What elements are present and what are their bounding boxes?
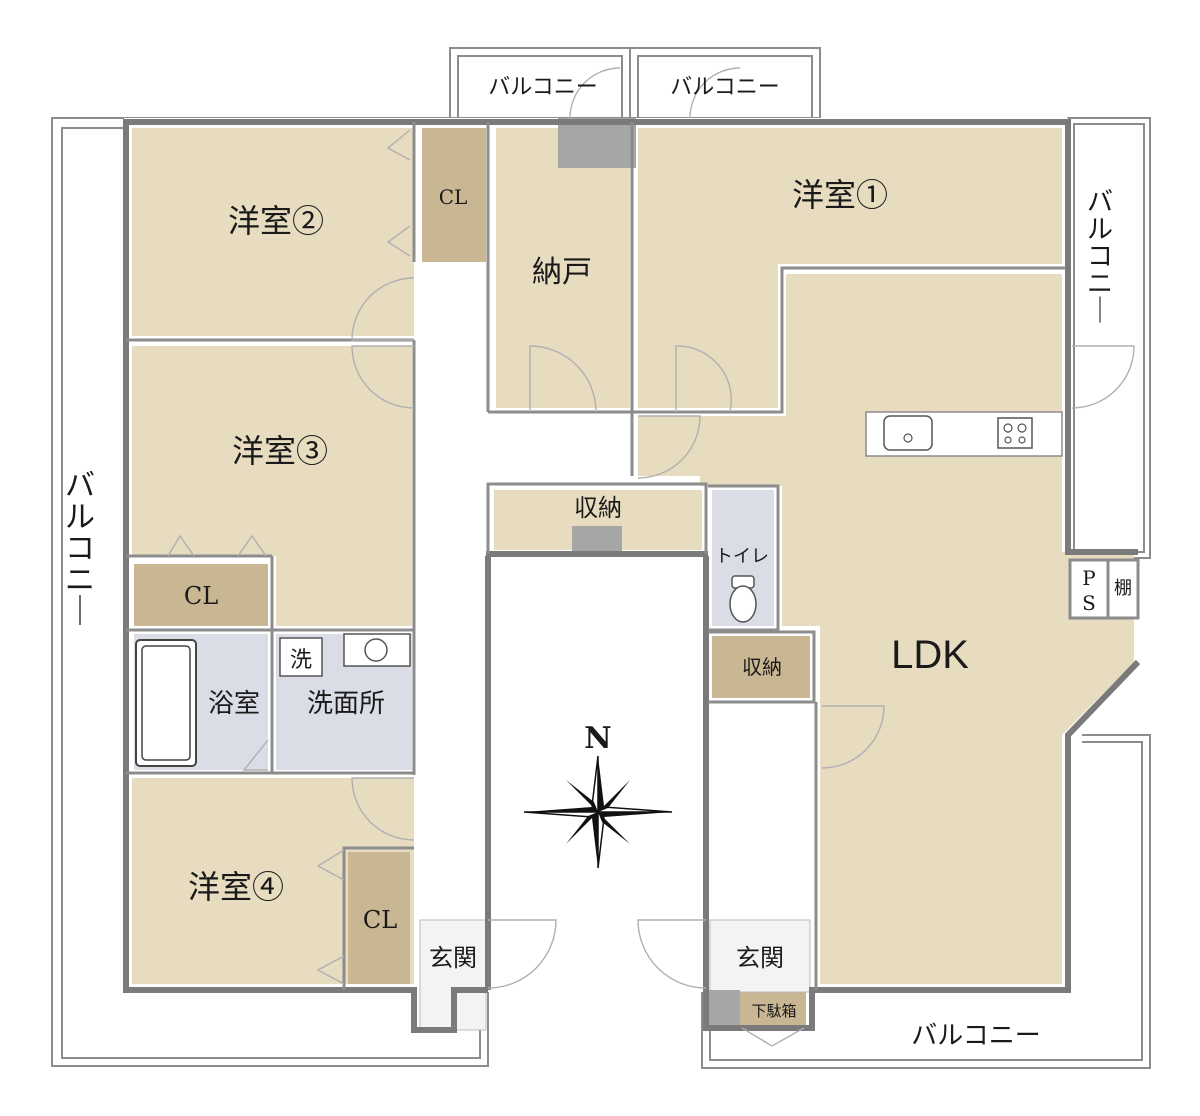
door-entrance-left — [487, 919, 557, 989]
balcony-labels: バルコニー バルコニー バルコニー バルコニ｜ バルコニ｜ — [65, 75, 1113, 1051]
door-closet-bottom-b — [316, 955, 345, 985]
door-western2 — [351, 277, 415, 341]
label-cl-top: CL — [439, 185, 468, 209]
door-closet-left-a — [167, 534, 195, 557]
column-bottom-right — [708, 990, 740, 1026]
rooms — [132, 128, 1134, 984]
wash-basin-icon — [343, 633, 411, 667]
closet-left — [134, 564, 268, 626]
label-entrance-right: 玄関 — [736, 944, 784, 972]
wall-outer-left — [123, 119, 488, 1033]
label-shoe-box: 下駄箱 — [751, 1002, 796, 1020]
label-shelf: 棚 — [1114, 578, 1132, 599]
label-cl-bottom: CL — [363, 906, 397, 934]
kitchen-sink-icon — [883, 415, 933, 451]
room-western2 — [132, 128, 414, 336]
door-bath — [242, 739, 269, 771]
door-western1 — [675, 345, 733, 413]
label-balcony-bottom: バルコニー — [911, 1021, 1040, 1051]
door-balcony-top-r — [689, 67, 741, 119]
wall-outer-right — [703, 659, 1141, 1031]
door-western4 — [351, 777, 415, 841]
door-closet-left-b — [237, 534, 267, 557]
label-ps-p: P — [1082, 566, 1095, 590]
door-entrance-right — [637, 919, 707, 989]
door-balcony-right — [1071, 345, 1135, 409]
label-storage-right: 収納 — [742, 655, 782, 679]
label-entrance-left: 玄関 — [429, 944, 477, 972]
room-western1 — [638, 128, 1062, 408]
kitchen-counter — [865, 411, 1063, 457]
door-closet-top-a — [386, 129, 411, 161]
label-washroom: 洗面所 — [307, 689, 385, 719]
label-western1: 洋室① — [792, 176, 888, 214]
label-balcony-left: バルコニ｜ — [65, 469, 95, 630]
label-bath: 浴室 — [208, 689, 260, 719]
label-storage-top: 収納 — [574, 494, 622, 522]
door-closet-bottom-a — [316, 849, 345, 881]
room-western3 — [132, 346, 412, 556]
bathtub-icon — [135, 639, 197, 767]
balcony-right-outline — [1067, 117, 1151, 559]
compass-north-label: N — [584, 721, 611, 756]
ps-box — [1068, 558, 1110, 620]
label-toilet: トイレ — [715, 546, 769, 567]
door-shoe-box — [741, 1027, 805, 1047]
wall-cl-bottom — [342, 846, 414, 990]
door-storeroom — [529, 345, 597, 413]
label-balcony-top-right: バルコニー — [670, 75, 780, 100]
doors — [167, 67, 1135, 1047]
wall-storage-box — [486, 482, 708, 554]
door-ldk-hall — [637, 415, 701, 479]
gas-stove-icon — [997, 417, 1033, 449]
door-balcony-top-l — [569, 67, 621, 119]
label-balcony-right: バルコニ｜ — [1087, 188, 1113, 327]
room-labels: 洋室② 洋室① 洋室③ 洋室④ 納戸 LDK 浴室 洗面所 洗 トイレ 収納 収… — [184, 176, 1132, 1020]
walls — [123, 119, 1141, 1033]
room-storeroom — [496, 128, 630, 408]
label-washer: 洗 — [290, 648, 312, 673]
toilet-icon — [729, 575, 757, 623]
closet-top — [422, 128, 486, 262]
closets — [134, 128, 810, 1026]
column-top — [558, 118, 636, 168]
wall-toilet — [708, 484, 780, 632]
label-cl-left: CL — [184, 582, 218, 610]
label-ps-s: S — [1082, 591, 1096, 615]
label-western4: 洋室④ — [188, 868, 284, 906]
label-western2: 洋室② — [228, 202, 324, 240]
shoe-box — [740, 992, 806, 1026]
door-ldk-entry — [821, 705, 885, 769]
wall-outer-top — [488, 119, 1138, 555]
wall-storage-right — [708, 630, 816, 704]
label-storeroom: 納戸 — [532, 255, 592, 290]
interior-walls — [126, 122, 1140, 990]
closet-bottom — [348, 852, 410, 984]
door-closet-top-b — [386, 225, 411, 257]
washer-box — [279, 637, 323, 677]
label-ldk: LDK — [891, 633, 969, 677]
shelf-box — [1106, 558, 1140, 620]
room-western3-ext — [276, 550, 412, 626]
storage-right — [712, 636, 810, 698]
label-western3: 洋室③ — [232, 432, 328, 470]
compass-rose-icon: N — [523, 721, 673, 869]
entrance-right-tile — [709, 919, 811, 993]
label-balcony-top-left: バルコニー — [488, 75, 598, 100]
door-western3 — [351, 345, 415, 409]
wall-w1-bottom — [632, 266, 1066, 414]
